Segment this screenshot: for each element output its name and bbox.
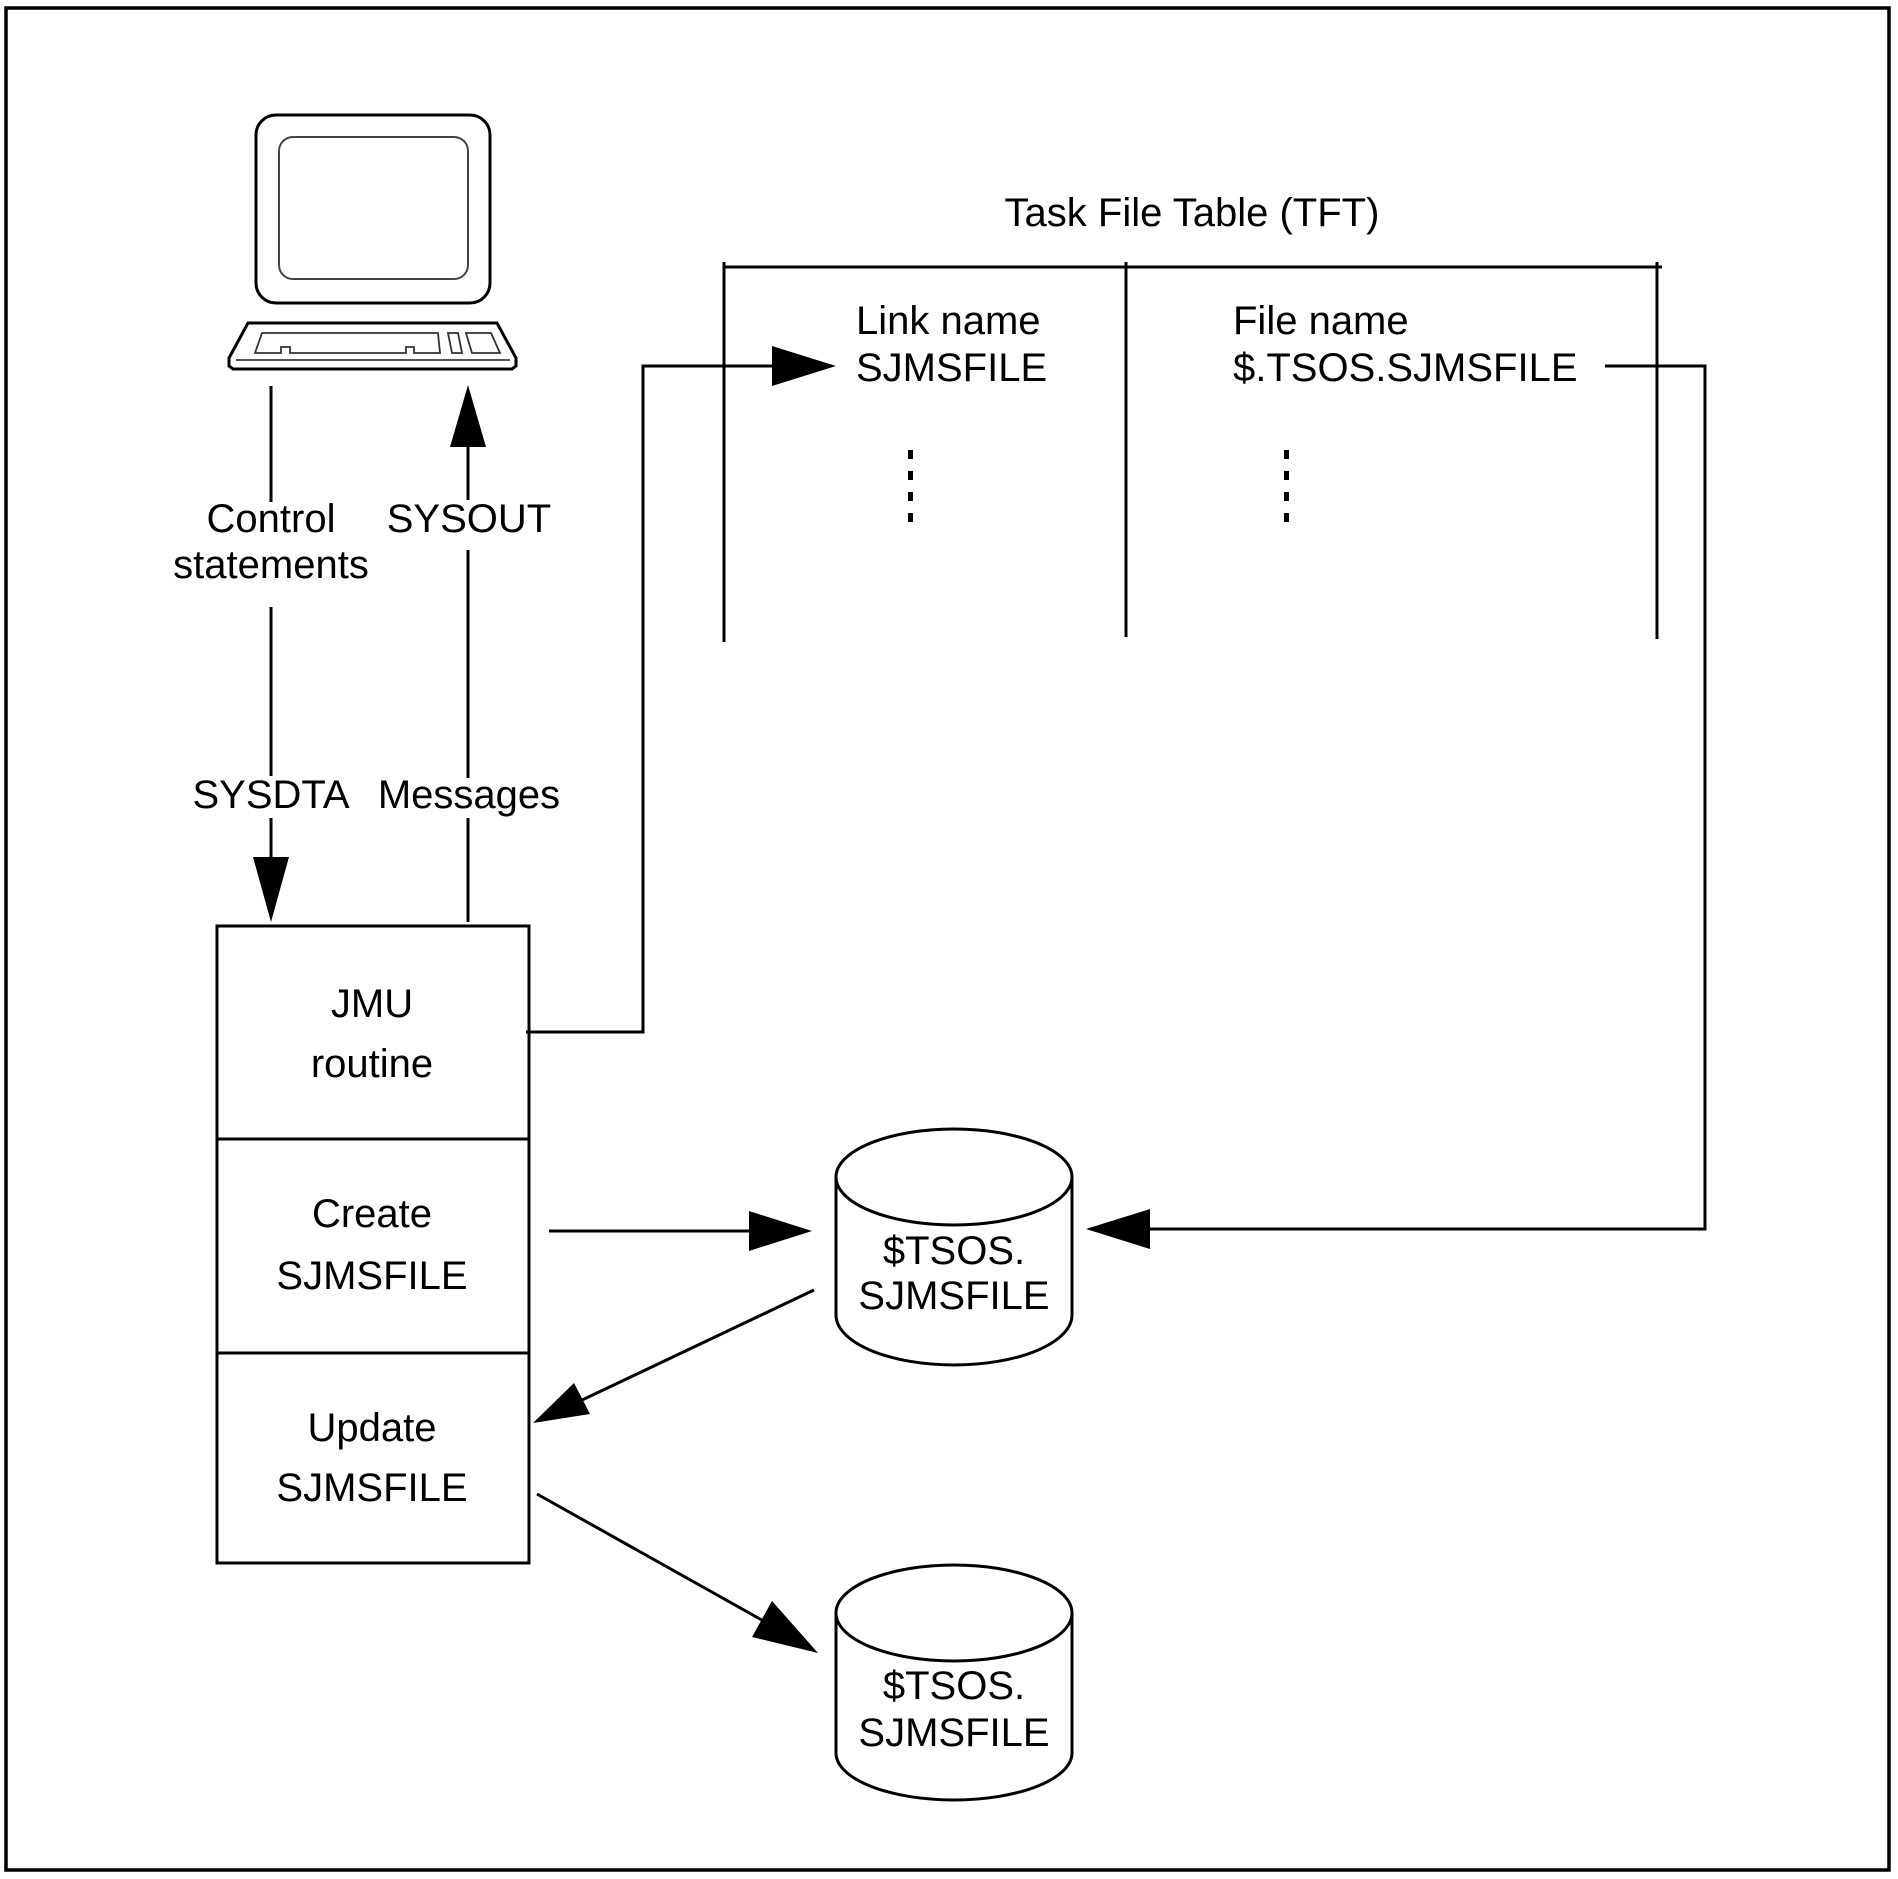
input-arrowhead: [253, 857, 289, 922]
filename-to-disk-connector: [1086, 364, 1707, 1249]
disk-1-icon: $TSOS. SJMSFILE: [834, 1127, 1074, 1367]
tft-linkname-header: Link name: [856, 299, 1041, 343]
section-create-line-2: SJMSFILE: [276, 1254, 467, 1298]
tft-linkname-value: SJMSFILE: [856, 346, 1047, 390]
tft-filename-value: $.TSOS.SJMSFILE: [1233, 346, 1578, 390]
label-sysdta: SYSDTA: [192, 773, 349, 817]
filename-connector-line: [1148, 364, 1707, 1231]
update-to-disk2-arrow: [536, 1492, 818, 1653]
output-flow: [450, 385, 486, 922]
label-messages: Messages: [378, 773, 560, 817]
label-statements: statements: [173, 543, 369, 587]
disk-2-top: [834, 1563, 1074, 1663]
monitor-screen: [278, 136, 469, 280]
disk-2-line-1: $TSOS.: [883, 1664, 1025, 1708]
figure-frame: [4, 6, 1891, 1872]
task-file-table: Task File Table (TFT) Link name SJMSFILE…: [722, 191, 1662, 642]
tft-filename-header: File name: [1233, 299, 1409, 343]
disk-to-update-arrow: [533, 1288, 815, 1423]
disk-2-line-2: SJMSFILE: [858, 1711, 1049, 1755]
section-create-line-1: Create: [312, 1192, 432, 1236]
section-update-line-1: Update: [308, 1406, 437, 1450]
tft-title: Task File Table (TFT): [1005, 191, 1380, 235]
section-jmu-line-1: JMU: [331, 982, 413, 1026]
create-to-disk-arrow: [549, 1211, 812, 1251]
disk-to-update-line: [579, 1288, 815, 1403]
input-flow: [253, 386, 289, 922]
disk-1-top: [834, 1127, 1074, 1227]
disk-2-body: [834, 1613, 1074, 1802]
program-box: JMU routine Create SJMSFILE Update SJMSF…: [215, 924, 531, 1565]
disk-1-line-2: SJMSFILE: [858, 1274, 1049, 1318]
disk-2-icon: $TSOS. SJMSFILE: [834, 1563, 1074, 1802]
output-arrowhead: [450, 385, 486, 447]
disk-1-line-1: $TSOS.: [883, 1229, 1025, 1273]
section-update-line-2: SJMSFILE: [276, 1466, 467, 1510]
label-sysout: SYSOUT: [387, 497, 551, 541]
jmu-connector-line: [526, 364, 775, 1034]
keyboard-body: [227, 321, 518, 371]
linkname-arrowhead: [772, 346, 836, 386]
update-arrowhead: [533, 1383, 590, 1423]
disk1-right-arrowhead: [1086, 1209, 1150, 1249]
jmu-to-linkname-connector: [526, 346, 836, 1034]
disk2-arrowhead: [752, 1601, 818, 1653]
disk-1-body: [834, 1177, 1074, 1367]
tft-filename-ellipsis-icon: [1284, 450, 1289, 522]
label-control: Control: [207, 497, 336, 541]
monitor-housing: [254, 113, 492, 305]
create-arrowhead: [749, 1211, 812, 1251]
section-jmu-line-2: routine: [311, 1042, 433, 1086]
keyboard-keys-small: [446, 332, 502, 354]
program-box-frame: [215, 924, 531, 1565]
keyboard-keys: [253, 332, 441, 354]
tft-linkname-ellipsis-icon: [908, 450, 913, 522]
terminal-icon: [227, 113, 518, 371]
update-to-disk2-line: [536, 1492, 777, 1630]
